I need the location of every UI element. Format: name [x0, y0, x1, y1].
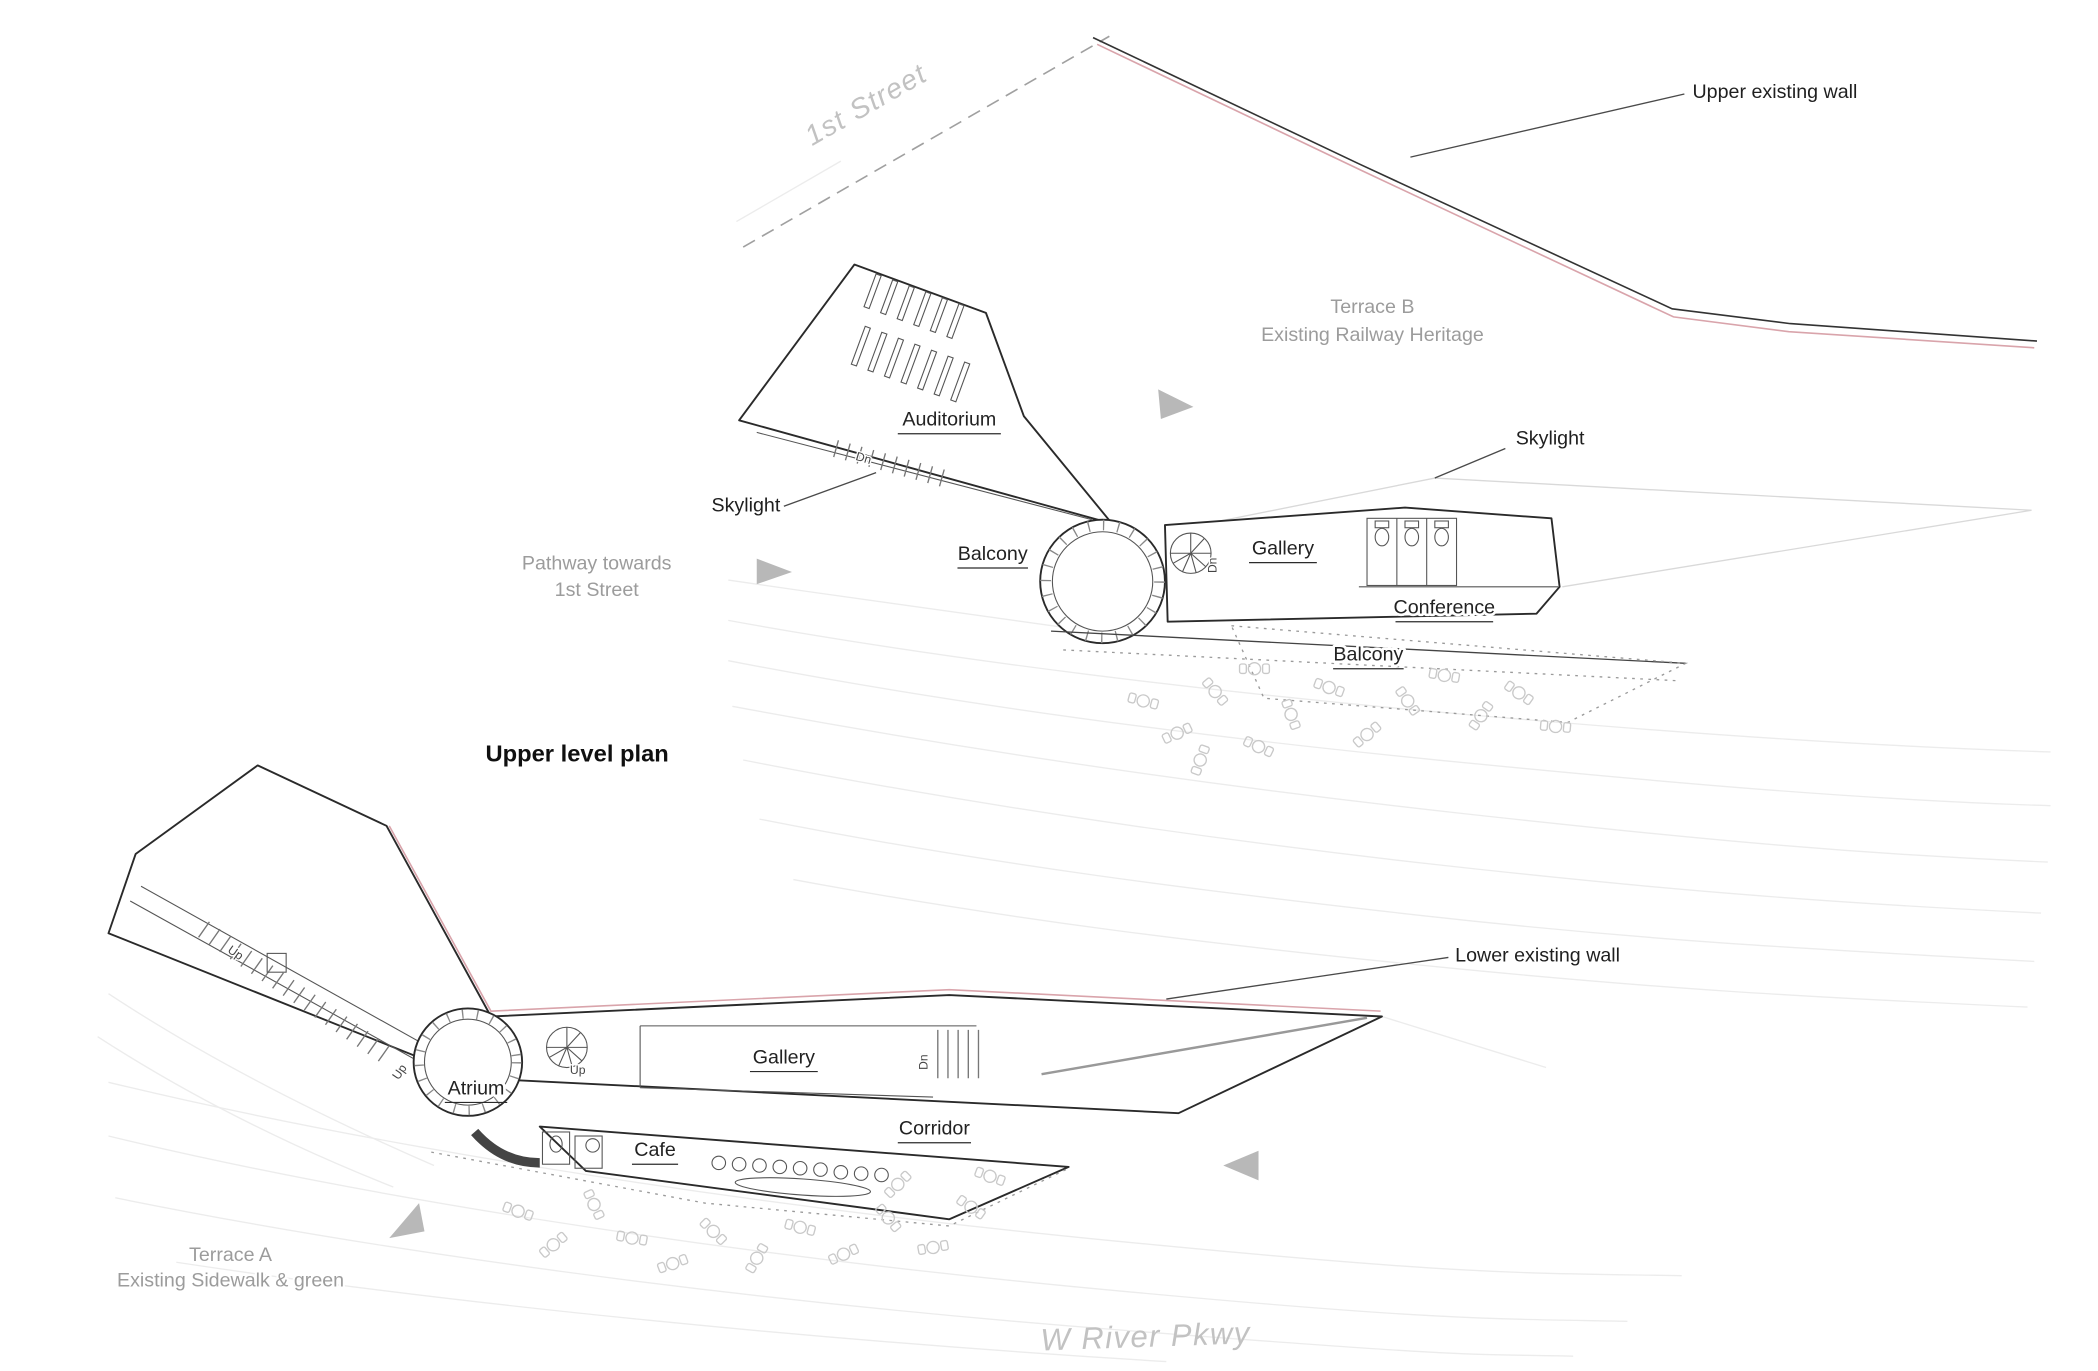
upper-terrace-edge — [1050, 630, 1686, 665]
room-auditorium: Auditorium — [902, 409, 996, 431]
atrium-rotunda-ticks — [414, 1009, 522, 1116]
skylight-left-leader — [783, 472, 877, 507]
auditorium-seats — [850, 273, 971, 403]
upper-spiral-stair-label: Dn — [1205, 558, 1219, 573]
lower-gallery-stair-label: Dn — [917, 1054, 931, 1069]
auditorium-wedge — [738, 263, 1114, 525]
room-gallery-lower: Gallery — [753, 1047, 815, 1069]
wedge-landing — [266, 952, 287, 973]
upper-furniture — [1126, 661, 1572, 777]
room-balcony-lower: Balcony — [1333, 644, 1403, 666]
cafe-service-fixtures — [541, 1131, 603, 1169]
upper-rotunda-outer — [1039, 518, 1166, 645]
room-conference: Conference — [1394, 597, 1496, 619]
terrain-contours — [97, 160, 2051, 1363]
lower-wall-label: Lower existing wall — [1455, 945, 1620, 967]
restrooms — [1366, 517, 1458, 586]
cafe-tables — [711, 1155, 889, 1197]
atrium-curved-stair — [471, 1128, 540, 1168]
upper-rotunda-ticks — [1040, 519, 1165, 644]
pathway-label-line2: 1st Street — [555, 579, 640, 601]
pathway-arrow — [756, 558, 793, 585]
entry-arrow-lower-left — [389, 1203, 425, 1239]
terrace-a-desc: Existing Sidewalk & green — [117, 1269, 344, 1291]
upper-existing-wall-accent — [1096, 43, 2035, 349]
street-label-1st-street: 1st Street — [799, 58, 932, 153]
atrium-rotunda-outer — [412, 1007, 524, 1117]
lower-terrace-dotted — [431, 1151, 1069, 1227]
room-gallery-upper: Gallery — [1252, 538, 1314, 560]
entry-arrow-upper — [1158, 389, 1194, 419]
upper-gallery-block — [1164, 506, 1561, 623]
upper-plan — [738, 35, 2038, 724]
terrace-b-name: Terrace B — [1330, 296, 1414, 318]
atrium-stair-label: Up — [389, 1061, 410, 1082]
atrium-rotunda-inner — [423, 1018, 512, 1106]
upper-rotunda-inner — [1051, 531, 1154, 632]
pathway-label-line1: Pathway towards — [522, 552, 672, 574]
street-centerline — [742, 35, 1110, 248]
skylight-right-leader — [1434, 447, 1506, 479]
lower-inner-gray-wall — [1041, 1016, 1368, 1076]
upper-wall-label: Upper existing wall — [1693, 81, 1858, 103]
street-label-river-pkwy: W River Pkwy — [1040, 1315, 1252, 1357]
plan-title: Upper level plan — [486, 741, 669, 767]
lower-wall-leader — [1166, 956, 1449, 1000]
upper-wedge-stair-label: Dn — [854, 449, 873, 467]
entry-arrow-lower-right — [1223, 1150, 1259, 1181]
lower-main-block — [489, 994, 1383, 1115]
lower-gallery-room — [639, 1025, 977, 1098]
lower-spiral-stair-label: Up — [570, 1063, 586, 1077]
upper-deck-outline — [1230, 624, 1689, 724]
lower-existing-wall-accent — [388, 825, 1381, 1012]
upper-terrace-dotted — [1063, 649, 1679, 682]
upper-wall-leader — [1410, 93, 1685, 158]
skylight-left-label: Skylight — [711, 495, 780, 517]
skylight-right-label: Skylight — [1516, 428, 1585, 450]
room-atrium: Atrium — [448, 1077, 505, 1099]
upper-existing-wall — [1092, 36, 2038, 342]
terrace-b-desc: Existing Railway Heritage — [1261, 324, 1484, 346]
room-cafe: Cafe — [634, 1139, 676, 1161]
auditorium-ramp-line — [756, 431, 1092, 521]
room-balcony-upper: Balcony — [958, 543, 1028, 565]
room-corridor: Corridor — [899, 1118, 970, 1140]
terrace-a-name: Terrace A — [189, 1244, 272, 1266]
labels: 1st Street Upper existing wall Terrace B… — [115, 58, 1860, 1358]
lower-plan — [107, 764, 1449, 1239]
